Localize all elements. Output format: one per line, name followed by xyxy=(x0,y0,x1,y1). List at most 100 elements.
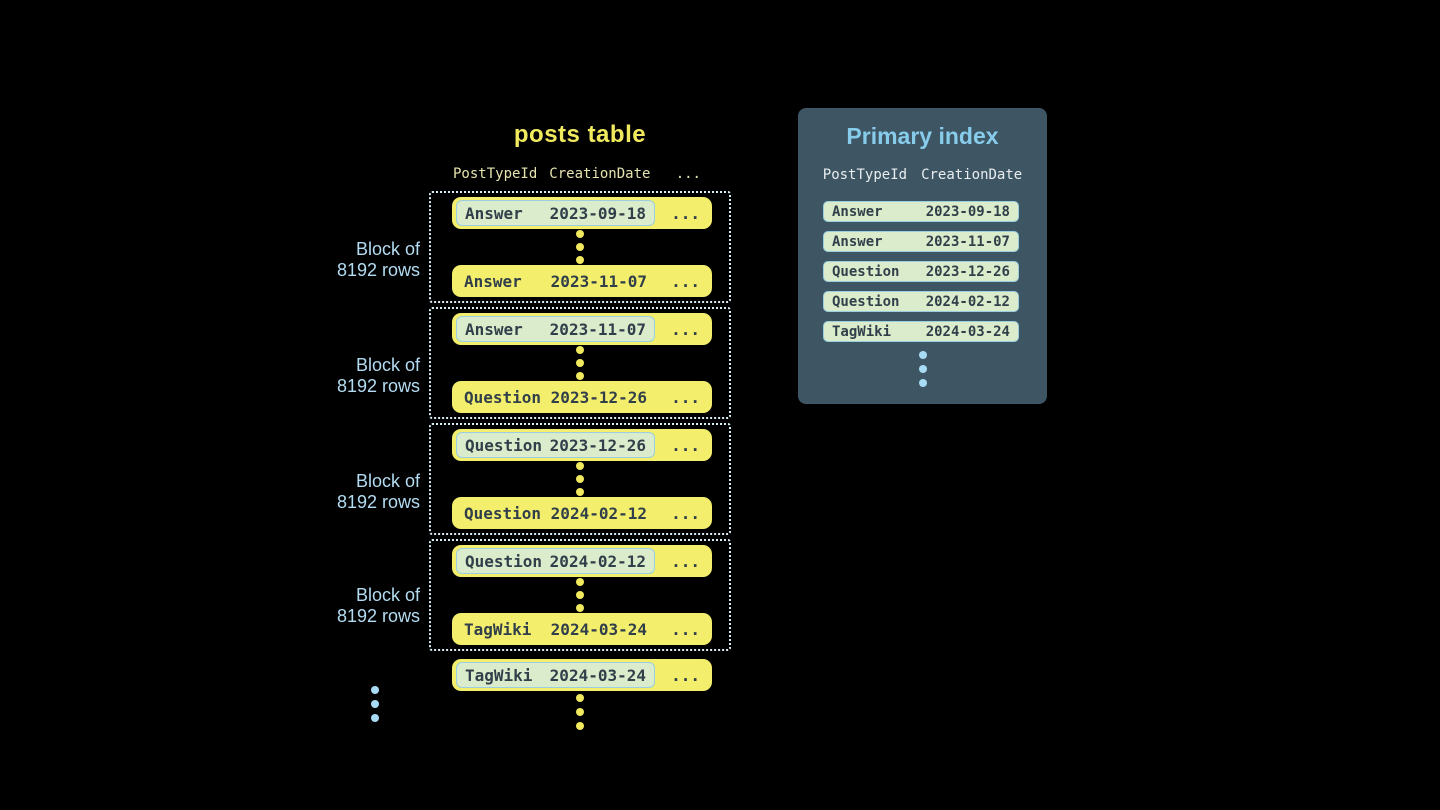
row-values: Question 2023-12-26 xyxy=(456,384,655,410)
omitted-rows-dots xyxy=(431,229,729,265)
post-type-value: Answer xyxy=(465,319,523,339)
dot-icon xyxy=(576,462,584,470)
primary-index-panel: Primary index PostTypeId CreationDate An… xyxy=(798,108,1047,404)
creation-date-value: 2023-12-26 xyxy=(550,387,647,407)
dot-icon xyxy=(576,591,584,599)
post-type-value: TagWiki xyxy=(832,323,892,340)
posts-table-blocks: Answer 2023-09-18 ... Answer 2023-11-07 … xyxy=(429,191,731,655)
dot-icon xyxy=(576,243,584,251)
creation-date-value: 2024-02-12 xyxy=(549,551,646,571)
posts-table-title: posts table xyxy=(513,121,647,148)
primary-index-title: Primary index xyxy=(846,123,999,149)
post-type-value: Question xyxy=(464,387,542,407)
dot-icon xyxy=(576,475,584,483)
more-blocks-dots xyxy=(340,686,410,722)
block-label: Block of 8192 rows xyxy=(220,471,420,513)
post-type-value: TagWiki xyxy=(465,665,533,685)
dot-icon xyxy=(576,346,584,354)
dot-icon xyxy=(918,379,927,387)
row-highlight: Question 2023-12-26 xyxy=(456,432,655,458)
row-block: Question 2023-12-26 ... Question 2024-02… xyxy=(429,423,731,535)
block-label-line2: 8192 rows xyxy=(336,376,420,396)
row-ellipsis: ... xyxy=(671,435,700,455)
table-row: Question 2024-02-12 ... xyxy=(452,497,712,529)
table-row: Answer 2023-11-07 ... xyxy=(452,313,712,345)
creation-date-value: 2023-11-07 xyxy=(925,233,1010,250)
creation-date-value: 2023-11-07 xyxy=(549,319,646,339)
dot-icon xyxy=(576,359,584,367)
row-highlight: Question 2024-02-12 xyxy=(456,548,655,574)
table-row: Answer 2023-09-18 ... xyxy=(452,197,712,229)
row-values: TagWiki 2024-03-24 xyxy=(456,616,655,642)
index-row: Answer 2023-11-07 xyxy=(823,231,1019,252)
dot-icon xyxy=(576,604,584,612)
post-type-value: Question xyxy=(464,503,542,523)
dot-icon xyxy=(576,578,584,586)
row-ellipsis: ... xyxy=(671,619,700,639)
block-label: Block of 8192 rows xyxy=(220,355,420,397)
column-header-creationdate: CreationDate xyxy=(549,166,651,182)
row-ellipsis: ... xyxy=(671,665,700,685)
more-index-entries-dots xyxy=(798,351,1047,387)
column-header-ellipsis: ... xyxy=(675,166,701,182)
omitted-rows-dots xyxy=(431,461,729,497)
block-label: Block of 8192 rows xyxy=(220,585,420,627)
creation-date-value: 2024-03-24 xyxy=(549,665,646,685)
row-block: Answer 2023-11-07 ... Question 2023-12-2… xyxy=(429,307,731,419)
column-header-posttypeid: PostTypeId xyxy=(453,166,538,182)
dot-icon xyxy=(371,700,379,708)
primary-index-rows: Answer 2023-09-18 Answer 2023-11-07 Ques… xyxy=(798,201,1047,342)
table-row: Question 2024-02-12 ... xyxy=(452,545,712,577)
row-ellipsis: ... xyxy=(671,503,700,523)
block-label-line1: Block of xyxy=(355,355,420,375)
post-type-value: Question xyxy=(832,263,900,280)
row-ellipsis: ... xyxy=(671,551,700,571)
dot-icon xyxy=(576,256,584,264)
dot-icon xyxy=(576,708,584,716)
posts-table-column-headers: PostTypeId CreationDate ... xyxy=(429,166,731,182)
dot-icon xyxy=(918,365,927,373)
block-label-line2: 8192 rows xyxy=(336,260,420,280)
block-label-line2: 8192 rows xyxy=(336,492,420,512)
table-row: Question 2023-12-26 ... xyxy=(452,429,712,461)
row-ellipsis: ... xyxy=(671,319,700,339)
post-type-value: Answer xyxy=(832,203,883,220)
dot-icon xyxy=(371,686,379,694)
table-row: TagWiki 2024-03-24 ... xyxy=(452,659,712,691)
creation-date-value: 2024-03-24 xyxy=(925,323,1010,340)
row-values: Answer 2023-11-07 xyxy=(456,268,655,294)
block-label-line2: 8192 rows xyxy=(336,606,420,626)
dot-icon xyxy=(576,230,584,238)
creation-date-value: 2024-02-12 xyxy=(925,293,1010,310)
row-ellipsis: ... xyxy=(671,203,700,223)
index-row: TagWiki 2024-03-24 xyxy=(823,321,1019,342)
dot-icon xyxy=(918,351,927,359)
row-values: Question 2024-02-12 xyxy=(456,500,655,526)
block-label-line1: Block of xyxy=(355,239,420,259)
post-type-value: Answer xyxy=(465,203,523,223)
creation-date-value: 2024-02-12 xyxy=(550,503,647,523)
dot-icon xyxy=(576,722,584,730)
omitted-rows-dots xyxy=(431,577,729,613)
dot-icon xyxy=(371,714,379,722)
dot-icon xyxy=(576,488,584,496)
index-row: Question 2023-12-26 xyxy=(823,261,1019,282)
row-highlight: TagWiki 2024-03-24 xyxy=(456,662,655,688)
index-row: Answer 2023-09-18 xyxy=(823,201,1019,222)
creation-date-value: 2023-11-07 xyxy=(550,271,647,291)
more-rows-dots xyxy=(429,694,731,730)
post-type-value: Question xyxy=(465,435,543,455)
row-ellipsis: ... xyxy=(671,271,700,291)
omitted-rows-dots xyxy=(431,345,729,381)
dot-icon xyxy=(576,694,584,702)
post-type-value: Question xyxy=(465,551,543,571)
post-type-value: TagWiki xyxy=(464,619,532,639)
table-row: Answer 2023-11-07 ... xyxy=(452,265,712,297)
primary-index-column-headers: PostTypeId CreationDate xyxy=(798,167,1047,183)
creation-date-value: 2023-12-26 xyxy=(925,263,1010,280)
table-row: Question 2023-12-26 ... xyxy=(452,381,712,413)
row-block: Question 2024-02-12 ... TagWiki 2024-03-… xyxy=(429,539,731,651)
creation-date-value: 2023-12-26 xyxy=(549,435,646,455)
table-row: TagWiki 2024-03-24 ... xyxy=(452,613,712,645)
